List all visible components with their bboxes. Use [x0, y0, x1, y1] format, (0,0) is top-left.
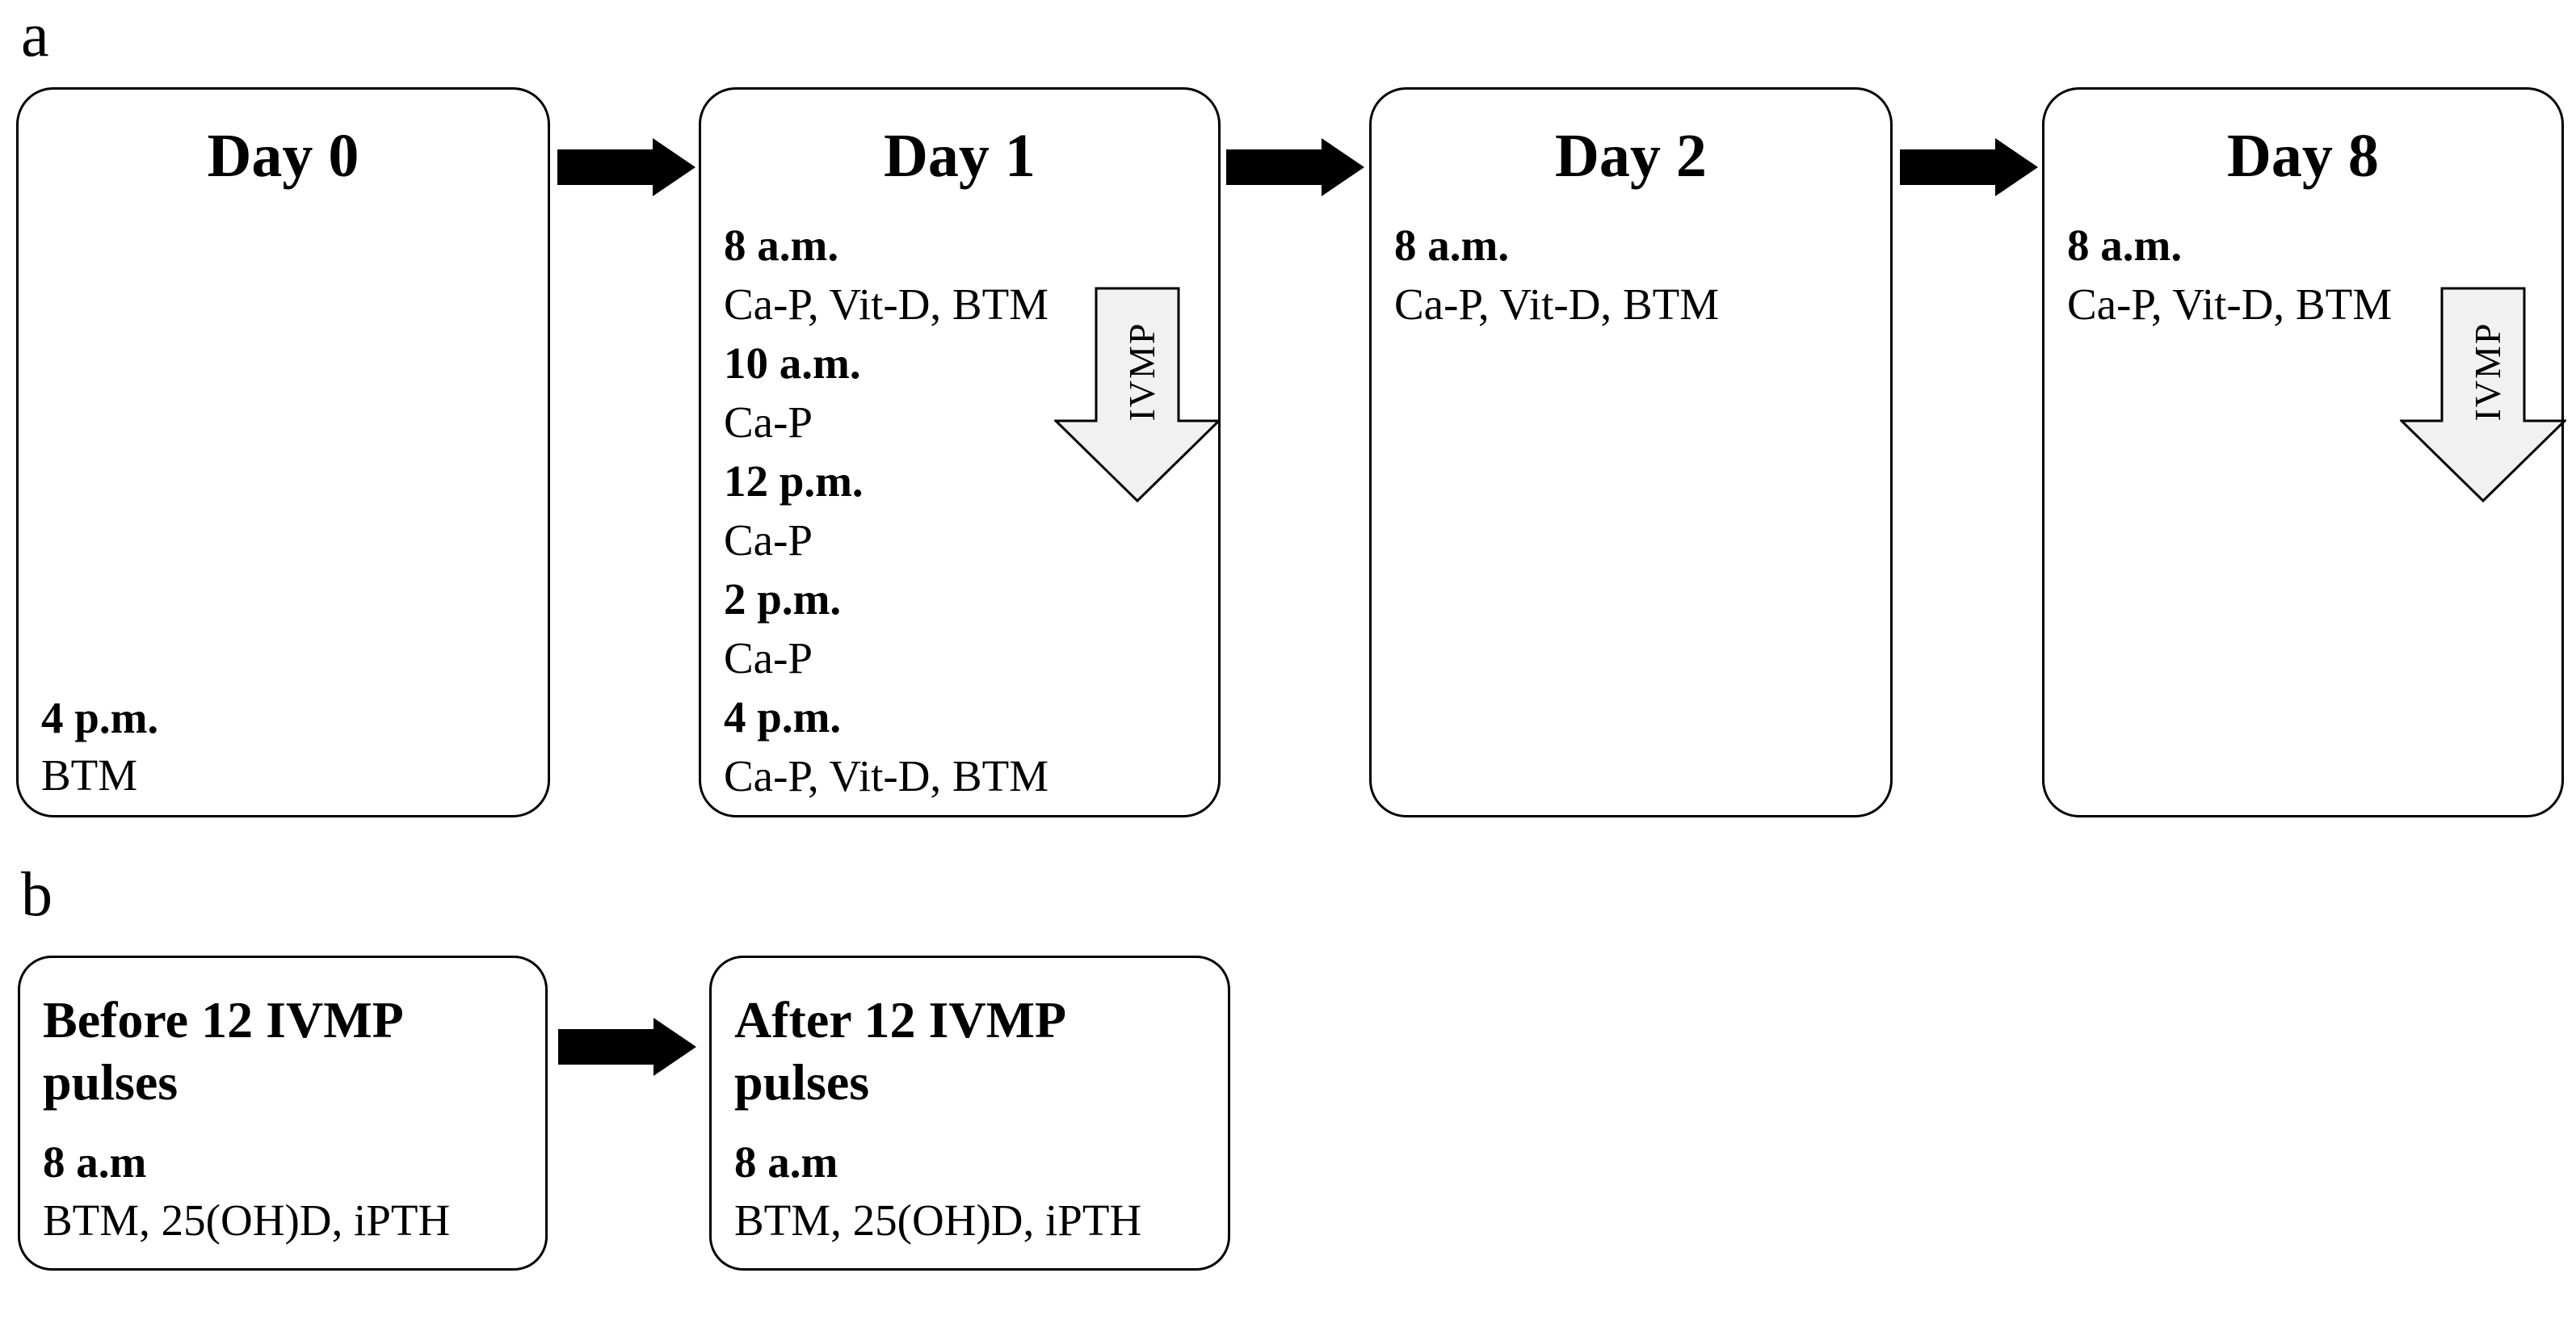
ivmp-arrow-icon: IVMP	[2400, 287, 2566, 502]
flow-arrow-icon	[558, 1018, 696, 1076]
schedule-time: 4 p.m.	[41, 693, 159, 742]
schedule-tests: Ca-P, Vit-D, BTM	[724, 279, 1049, 329]
before-pulses-title: Before 12 IVMP pulses	[43, 991, 401, 1111]
schedule-time: 8 a.m	[734, 1137, 838, 1187]
schedule-time: 8 a.m.	[724, 221, 839, 270]
schedule-tests: BTM, 25(OH)D, iPTH	[734, 1195, 1142, 1245]
schedule-tests: Ca-P, Vit-D, BTM	[724, 751, 1049, 800]
ivmp-arrow-label: IVMP	[2467, 321, 2508, 421]
after-pulses-box: After 12 IVMP pulses 8 a.m BTM, 25(OH)D,…	[709, 956, 1230, 1271]
after-pulses-title: After 12 IVMP pulses	[734, 991, 1064, 1111]
schedule-tests: BTM, 25(OH)D, iPTH	[43, 1195, 451, 1245]
schedule-tests: Ca-P, Vit-D, BTM	[2067, 279, 2393, 329]
day-0-title: Day 0	[207, 122, 359, 190]
day-0-box: Day 0 4 p.m. BTM	[16, 87, 550, 817]
day-2-box: Day 2 8 a.m. Ca-P, Vit-D, BTM	[1369, 87, 1893, 817]
panel-a-label: a	[21, 0, 49, 69]
panel-b-label: b	[21, 859, 53, 929]
day-1-title: Day 1	[884, 122, 1036, 190]
schedule-tests: BTM	[41, 750, 138, 800]
ivmp-arrow-label: IVMP	[1121, 321, 1162, 421]
schedule-tests: Ca-P	[724, 515, 813, 565]
flow-arrow-icon	[1900, 138, 2038, 196]
day-1-schedule: 8 a.m. Ca-P, Vit-D, BTM 10 a.m. Ca-P 12 …	[724, 216, 1196, 805]
flow-arrow-icon	[1226, 138, 1364, 196]
schedule-tests: Ca-P	[724, 397, 813, 447]
schedule-time: 4 p.m.	[724, 692, 842, 742]
schedule-time: 12 p.m.	[724, 456, 864, 506]
schedule-time: 2 p.m.	[724, 574, 842, 624]
before-pulses-box: Before 12 IVMP pulses 8 a.m BTM, 25(OH)D…	[18, 956, 548, 1271]
schedule-time: 10 a.m.	[724, 338, 861, 388]
schedule-time: 8 a.m.	[2067, 221, 2183, 270]
flow-arrow-icon	[557, 138, 695, 196]
day-8-title: Day 8	[2227, 122, 2379, 190]
day-2-schedule: 8 a.m. Ca-P, Vit-D, BTM	[1394, 216, 1868, 334]
ivmp-arrow-icon: IVMP	[1054, 287, 1221, 502]
day-8-box: Day 8 8 a.m. Ca-P, Vit-D, BTM	[2042, 87, 2564, 817]
day-0-schedule: 4 p.m. BTM	[41, 689, 525, 815]
schedule-tests: Ca-P	[724, 633, 813, 683]
schedule-tests: Ca-P, Vit-D, BTM	[1394, 279, 1720, 329]
schedule-time: 8 a.m.	[1394, 221, 1510, 270]
day-2-title: Day 2	[1555, 122, 1707, 190]
day-8-schedule: 8 a.m. Ca-P, Vit-D, BTM	[2067, 216, 2539, 334]
schedule-time: 8 a.m	[43, 1137, 147, 1187]
